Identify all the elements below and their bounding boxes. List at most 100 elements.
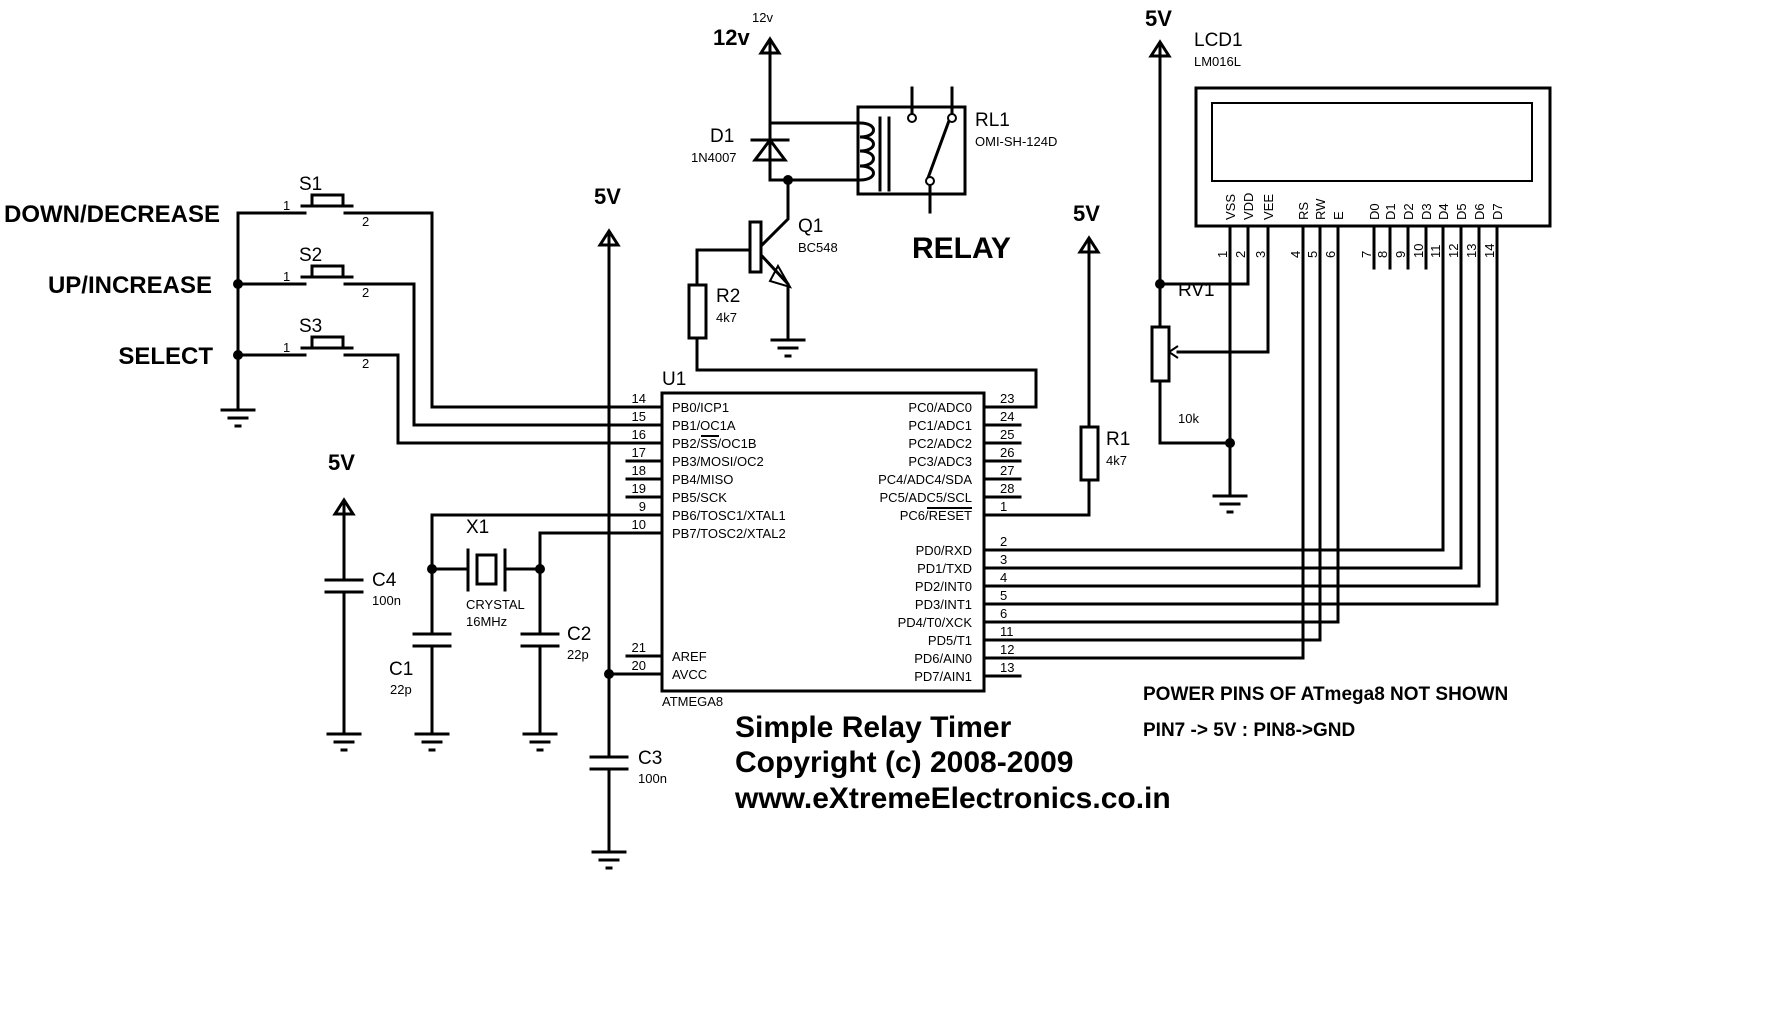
bus-wire xyxy=(1018,256,1305,660)
bus-wire xyxy=(1018,256,1340,624)
lcd-pin-name: D6 xyxy=(1472,203,1487,220)
mcu-pin-name: PC0/ADC0 xyxy=(908,400,972,415)
lcd-pin-number: 1 xyxy=(1215,251,1230,258)
junction-dot xyxy=(1225,438,1235,448)
mcu-pin-number: 24 xyxy=(1000,409,1014,424)
junction-dot xyxy=(233,279,243,289)
s1-pin2: 2 xyxy=(362,214,369,229)
mcu-pin-number: 3 xyxy=(1000,552,1007,567)
lcd-pin-number: 14 xyxy=(1482,244,1497,258)
xtal1-wire xyxy=(430,513,642,571)
mcu-pin-name: PB5/SCK xyxy=(672,490,727,505)
lcd-pin-name: D0 xyxy=(1367,203,1382,220)
mcu-pin-name: PD7/AIN1 xyxy=(914,669,972,684)
lcd-pin-number: 12 xyxy=(1446,244,1461,258)
potentiometer-rv1[interactable]: RV1 10k xyxy=(1150,256,1270,445)
title-line-2: Copyright (c) 2008-2009 xyxy=(735,746,1073,779)
mcu-pin-number: 13 xyxy=(1000,660,1014,675)
lcd-pin-name: D2 xyxy=(1401,203,1416,220)
mcu-pin-number: 28 xyxy=(1000,481,1014,496)
mcu-pin-name: PC6/RESET xyxy=(900,508,972,523)
rail-5v-label: 5V xyxy=(1073,201,1100,226)
mcu-pin-name: PD3/INT1 xyxy=(915,597,972,612)
relay-driver: 12v 12v D1 1N4007 Q1 BC548 R2 xyxy=(687,10,1057,409)
lcd-pin-name: D5 xyxy=(1454,203,1469,220)
c3-ref: C3 xyxy=(638,748,662,769)
c2-ref: C2 xyxy=(567,624,591,645)
d1-ref: D1 xyxy=(710,126,734,147)
lcd-pin-name: VSS xyxy=(1223,194,1238,220)
bus-wire xyxy=(1018,256,1322,642)
capacitor-c3[interactable]: C3 100n xyxy=(589,748,667,854)
lcd-pin-name: D7 xyxy=(1490,203,1505,220)
x1-frequency: 16MHz xyxy=(466,614,507,629)
mcu-pin-number: 21 xyxy=(632,640,646,655)
r2-ref: R2 xyxy=(716,286,740,307)
lcd-screen xyxy=(1211,102,1533,182)
power-pins-note: POWER PINS OF ATmega8 NOT SHOWN xyxy=(1143,684,1508,705)
crystal-group: X1 CRYSTAL 16MHz C1 22p C2 22p xyxy=(389,513,642,752)
switch-s2[interactable]: S2 1 2 xyxy=(283,245,642,427)
transistor-q1[interactable]: Q1 BC548 xyxy=(695,178,838,342)
up-increase-label: UP/INCREASE xyxy=(48,272,212,299)
x1-type: CRYSTAL xyxy=(466,597,525,612)
mcu-pin-name: PB4/MISO xyxy=(672,472,733,487)
mcu-pin-name: PD5/T1 xyxy=(928,633,972,648)
mcu-part: ATMEGA8 xyxy=(662,694,723,709)
s2-pin2: 2 xyxy=(362,285,369,300)
mcu-pin-name: PB3/MOSI/OC2 xyxy=(672,454,764,469)
d1-value: 1N4007 xyxy=(691,150,737,165)
ground-icon xyxy=(1212,494,1248,514)
mcu-pin-name: PD1/TXD xyxy=(917,561,972,576)
mcu-pin-name: PD2/INT0 xyxy=(915,579,972,594)
capacitor-c4-group: 5V C4 100n xyxy=(324,450,401,752)
mcu-pin-name: PB2/SS/OC1B xyxy=(672,436,757,451)
capacitor-c1[interactable]: C1 22p xyxy=(389,567,452,736)
reset-pullup: 5V R1 4k7 xyxy=(982,201,1130,517)
mcu-pin-name: PD6/AIN0 xyxy=(914,651,972,666)
lcd-section: 5V RV1 10k LCD1 LM016L VSS1VDD2VEE3RS4RW… xyxy=(1145,6,1552,514)
notes-block: POWER PINS OF ATmega8 NOT SHOWN PIN7 -> … xyxy=(1143,684,1508,741)
rv1-ref: RV1 xyxy=(1178,280,1215,301)
s3-pin2: 2 xyxy=(362,356,369,371)
capacitor-c2[interactable]: C2 22p xyxy=(520,567,591,736)
mcu-pin-number: 4 xyxy=(1000,570,1007,585)
mcu-ref: U1 xyxy=(662,369,686,390)
c1-ref: C1 xyxy=(389,659,413,680)
mcu-pin-number: 6 xyxy=(1000,606,1007,621)
pin-map-note: PIN7 -> 5V : PIN8->GND xyxy=(1143,720,1355,741)
mcu-pin-number: 17 xyxy=(632,445,646,460)
switch-s3[interactable]: S3 1 2 xyxy=(283,316,642,445)
lcd-pin-name: RW xyxy=(1313,198,1328,220)
mcu-pin-number: 1 xyxy=(1000,499,1007,514)
ground-icon xyxy=(522,732,558,752)
mcu-pin-number: 11 xyxy=(1000,624,1014,639)
mcu-u1[interactable]: U1 ATMEGA8 14PB0/ICP115PB1/OC1A16PB2/SS/… xyxy=(625,369,1022,709)
relay-supply-wire xyxy=(768,39,862,162)
relay-rl1[interactable]: RL1 OMI-SH-124D xyxy=(856,86,1057,214)
down-decrease-label: DOWN/DECREASE xyxy=(4,201,220,228)
lcd-pin-number: 5 xyxy=(1305,251,1320,258)
switch-s1[interactable]: S1 1 2 xyxy=(283,174,642,409)
rail-5v-label: 5V xyxy=(328,450,355,475)
r1-value: 4k7 xyxy=(1106,453,1127,468)
bus-wire xyxy=(1018,256,1481,588)
rl1-value: OMI-SH-124D xyxy=(975,134,1057,149)
resistor-r2[interactable]: R2 4k7 xyxy=(687,283,1038,409)
diode-d1[interactable]: D1 1N4007 xyxy=(691,126,862,182)
title-line-3: www.eXtremeElectronics.co.in xyxy=(734,782,1171,815)
lcd-pin-number: 11 xyxy=(1428,245,1443,259)
lcd-pin-name: RS xyxy=(1296,202,1311,220)
c4-value: 100n xyxy=(372,593,401,608)
xtal2-wire xyxy=(538,531,642,571)
crystal-x1[interactable]: X1 CRYSTAL 16MHz xyxy=(466,517,525,629)
lcd-lm016l[interactable]: LCD1 LM016L VSS1VDD2VEE3RS4RW5E6D07D18D2… xyxy=(1194,30,1552,270)
mcu-pin-name: PC2/ADC2 xyxy=(908,436,972,451)
mcu-pin-number: 27 xyxy=(1000,463,1014,478)
lcd-pin-name: D1 xyxy=(1383,203,1398,220)
capacitor-c4[interactable]: C4 100n xyxy=(372,570,401,608)
resistor-r1[interactable]: R1 4k7 xyxy=(982,425,1130,517)
mcu-right-pins: 23PC0/ADC024PC1/ADC125PC2/ADC226PC3/ADC3… xyxy=(878,391,1022,684)
ground-icon xyxy=(591,850,627,870)
mcu-pin-name: AREF xyxy=(672,649,707,664)
